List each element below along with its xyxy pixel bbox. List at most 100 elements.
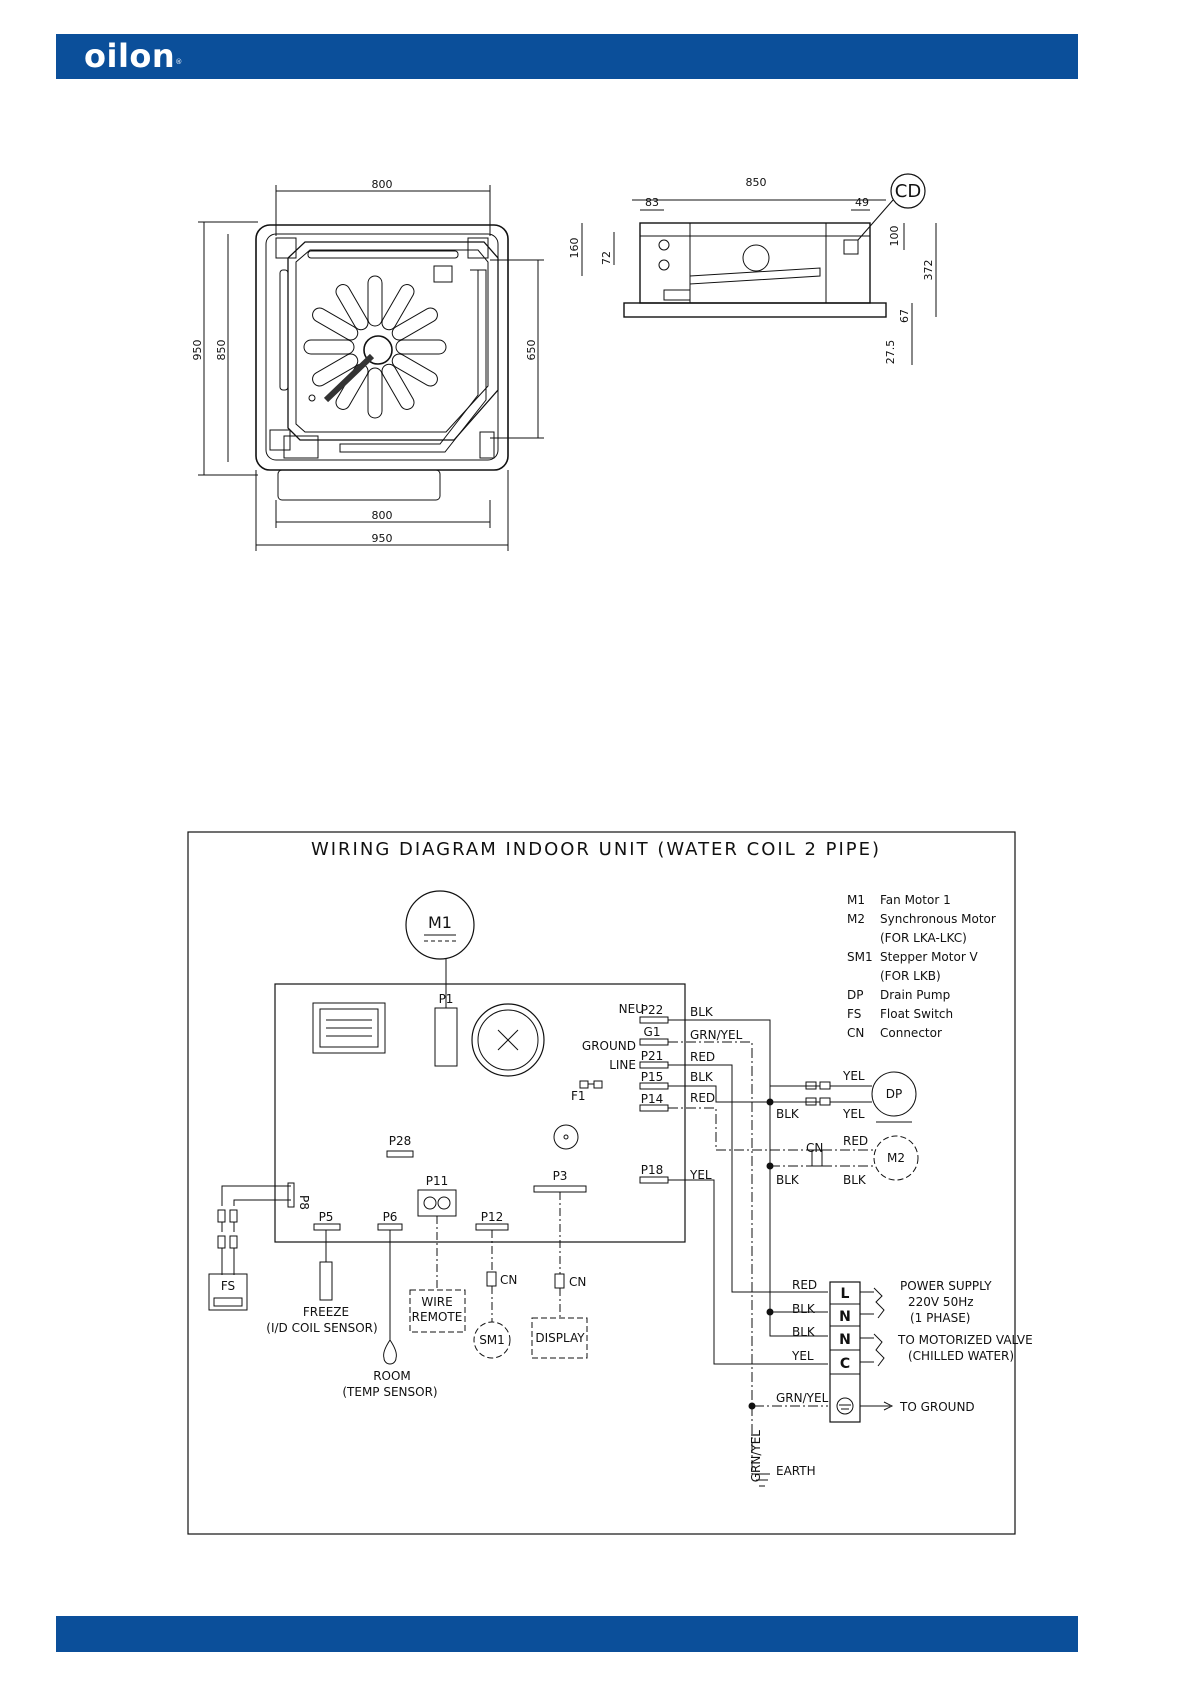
cn-label: CN bbox=[569, 1275, 586, 1289]
wire-color-label: BLK bbox=[690, 1070, 714, 1084]
fs-connector bbox=[217, 1209, 226, 1223]
dp-connector bbox=[819, 1081, 831, 1090]
top-view-bracket-bl bbox=[269, 429, 291, 451]
m2-connector bbox=[811, 1149, 823, 1167]
pcb-buzzer-center bbox=[563, 1134, 569, 1140]
line-wire bbox=[668, 1064, 828, 1293]
p6-label: P6 bbox=[383, 1210, 398, 1224]
pcb-capacitor-inner bbox=[477, 1009, 539, 1071]
wire-color-label: RED bbox=[690, 1050, 715, 1064]
top-view-bracket-tr bbox=[467, 237, 489, 259]
dim-label: 850 bbox=[215, 340, 228, 361]
fs-float bbox=[213, 1297, 243, 1307]
wire-color-label: YEL bbox=[689, 1168, 712, 1182]
dim-label: 160 bbox=[568, 238, 581, 259]
cn-label: CN bbox=[500, 1273, 517, 1287]
f1-fuse bbox=[593, 1080, 603, 1089]
pcb-capacitor-cross bbox=[497, 1029, 519, 1051]
p1-connector bbox=[434, 1007, 458, 1067]
p11-label: P11 bbox=[426, 1174, 449, 1188]
g1-connector bbox=[639, 1038, 669, 1046]
line-label: LINE bbox=[609, 1058, 636, 1072]
wire-color-label: BLK bbox=[776, 1173, 800, 1187]
p22-connector bbox=[639, 1016, 669, 1024]
top-view-access-box bbox=[433, 265, 453, 283]
p12-connector bbox=[475, 1223, 509, 1231]
wire-color-label: BLK bbox=[776, 1107, 800, 1121]
top-view-slot-corner bbox=[339, 269, 487, 453]
m2-motor bbox=[873, 1135, 919, 1181]
earth-label: EARTH bbox=[776, 1464, 816, 1478]
power-supply-label: POWER SUPPLY bbox=[900, 1279, 992, 1293]
fs-connector bbox=[229, 1209, 238, 1223]
p3-connector bbox=[533, 1185, 587, 1193]
terminal-label: N bbox=[839, 1309, 851, 1325]
mount-hole bbox=[308, 394, 316, 402]
p21-label: P21 bbox=[641, 1049, 664, 1063]
top-view-bracket-tl bbox=[275, 237, 297, 259]
dp-connector bbox=[805, 1097, 817, 1106]
dim-label: 100 bbox=[888, 226, 901, 247]
cn-label: CN bbox=[806, 1141, 823, 1155]
p18-connector bbox=[639, 1176, 669, 1184]
terminal-label: L bbox=[841, 1286, 850, 1302]
dim-label: 49 bbox=[855, 196, 869, 209]
valve-label: (CHILLED WATER) bbox=[908, 1349, 1014, 1363]
p18-label: P18 bbox=[641, 1163, 664, 1177]
temp-sensor-label: (TEMP SENSOR) bbox=[342, 1385, 437, 1399]
dim-label: 950 bbox=[372, 532, 393, 545]
top-view: 800 950 850 650 800 950 bbox=[191, 178, 544, 551]
pcb-buzzer bbox=[553, 1124, 579, 1150]
p15-label: P15 bbox=[641, 1070, 664, 1084]
junction-dot bbox=[766, 1308, 774, 1316]
m1-motor-symbol bbox=[405, 890, 475, 960]
wire-color-label: YEL bbox=[791, 1349, 814, 1363]
footer-bar bbox=[56, 1616, 1078, 1652]
g1-label: G1 bbox=[644, 1025, 661, 1039]
neu-label: NEU bbox=[619, 1002, 644, 1016]
dim-label: 27.5 bbox=[884, 340, 897, 365]
legend-desc: (FOR LKA-LKC) bbox=[880, 931, 967, 945]
wire-color-label: BLK bbox=[690, 1005, 714, 1019]
arrow-right-icon bbox=[883, 1401, 894, 1411]
dim-label: 850 bbox=[746, 176, 767, 189]
side-view-pipe-upper bbox=[658, 239, 670, 251]
pcb-capacitor bbox=[471, 1003, 545, 1077]
sm1-connector bbox=[486, 1271, 497, 1287]
to-ground-label: TO GROUND bbox=[899, 1400, 975, 1414]
side-view-pipe-lower bbox=[658, 259, 670, 271]
legend-desc: Float Switch bbox=[880, 1007, 953, 1021]
display-connector bbox=[554, 1273, 565, 1289]
legend-code: M2 bbox=[847, 912, 865, 926]
dp-pump bbox=[871, 1071, 917, 1117]
legend-code: SM1 bbox=[847, 950, 873, 964]
wire-color-label: BLK bbox=[792, 1302, 816, 1316]
wire-color-label: GRN/YEL bbox=[690, 1028, 743, 1042]
side-view-body bbox=[639, 222, 871, 304]
oilon-logo: oilon® bbox=[84, 37, 183, 75]
valve-label: TO MOTORIZED VALVE bbox=[897, 1333, 1033, 1347]
dp-label: DP bbox=[886, 1087, 902, 1101]
wire-color-label: RED bbox=[843, 1134, 868, 1148]
wire-color-label: YEL bbox=[842, 1107, 865, 1121]
legend-code: FS bbox=[847, 1007, 861, 1021]
wiring-frame bbox=[187, 831, 1016, 1535]
top-view-inner-frame bbox=[265, 233, 499, 461]
remote-label: REMOTE bbox=[412, 1310, 463, 1324]
wire-color-label: GRN/YEL bbox=[749, 1430, 763, 1483]
f1-fuse bbox=[579, 1080, 589, 1089]
dim-label: 67 bbox=[898, 309, 911, 323]
fs-label: FS bbox=[221, 1279, 235, 1293]
side-view-terminal bbox=[663, 289, 691, 301]
side-view: 850 83 49 160 72 100 372 67 27.5 CD bbox=[568, 173, 937, 365]
wire-label: WIRE bbox=[421, 1295, 452, 1309]
legend-code: M1 bbox=[847, 893, 865, 907]
header-bar: oilon® bbox=[56, 34, 1078, 79]
legend-code: DP bbox=[847, 988, 863, 1002]
wiring-diagram: WIRING DIAGRAM INDOOR UNIT (WATER COIL 2… bbox=[187, 831, 1033, 1535]
m2-label: M2 bbox=[887, 1151, 905, 1165]
callout-label: CD bbox=[895, 181, 921, 202]
coil-sensor-label: (I/D COIL SENSOR) bbox=[266, 1321, 377, 1335]
pcb-transformer-inner bbox=[319, 1008, 379, 1048]
